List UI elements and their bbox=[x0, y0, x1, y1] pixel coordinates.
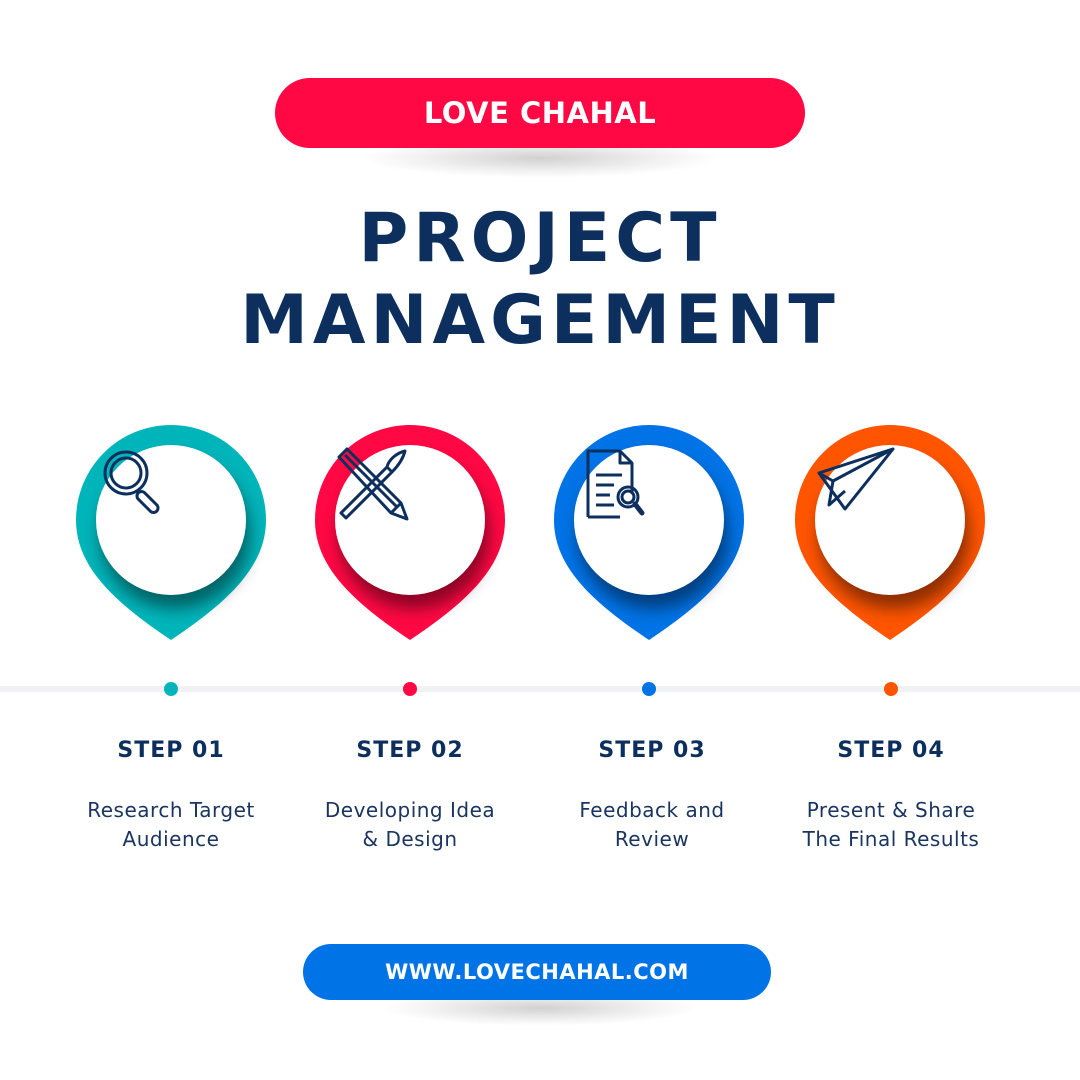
brand-pill: LOVE CHAHAL bbox=[275, 78, 805, 148]
website-link-pill[interactable]: WWW.LOVECHAHAL.COM bbox=[303, 944, 771, 1000]
step-02-desc-line2: & Design bbox=[362, 827, 458, 851]
step-01-pin bbox=[76, 425, 266, 643]
step-01-desc-line2: Audience bbox=[122, 827, 220, 851]
timeline-line bbox=[0, 686, 1080, 692]
step-01-description: Research Target Audience bbox=[51, 796, 291, 854]
step-02-desc-line1: Developing Idea bbox=[324, 798, 496, 822]
step-02-pin bbox=[315, 425, 505, 643]
step-01-icon-circle bbox=[96, 445, 246, 595]
page-title-line2: MANAGEMENT bbox=[240, 281, 840, 360]
page-title-line1: PROJECT bbox=[358, 199, 722, 278]
step-03-desc-line2: Review bbox=[614, 827, 690, 851]
pencil-brush-icon bbox=[337, 447, 409, 521]
timeline-dot-step-02 bbox=[403, 682, 417, 696]
step-04-description: Present & Share The Final Results bbox=[771, 796, 1011, 854]
timeline-dot-step-03 bbox=[642, 682, 656, 696]
step-02-description: Developing Idea & Design bbox=[290, 796, 530, 854]
step-04-desc-line1: Present & Share bbox=[806, 798, 976, 822]
step-01-title: STEP 01 bbox=[117, 738, 225, 763]
website-label[interactable]: WWW.LOVECHAHAL.COM bbox=[385, 960, 689, 984]
timeline-dot-step-01 bbox=[164, 682, 178, 696]
document-search-icon bbox=[586, 449, 645, 519]
step-03-title: STEP 03 bbox=[598, 738, 706, 763]
paper-plane-icon bbox=[817, 447, 895, 511]
step-03-desc-line1: Feedback and bbox=[579, 798, 725, 822]
step-04-icon-circle bbox=[815, 445, 965, 595]
brand-label: LOVE CHAHAL bbox=[423, 96, 657, 130]
step-04-pin bbox=[795, 425, 985, 643]
step-02-icon-circle bbox=[335, 445, 485, 595]
step-03-description: Feedback and Review bbox=[532, 796, 772, 854]
step-02-title: STEP 02 bbox=[356, 738, 464, 763]
step-03-pin bbox=[554, 425, 744, 643]
step-04-desc-line2: The Final Results bbox=[802, 827, 980, 851]
timeline-dot-step-04 bbox=[884, 682, 898, 696]
step-03-icon-circle bbox=[574, 445, 724, 595]
step-01-desc-line1: Research Target bbox=[87, 798, 255, 822]
magnifying-glass-icon bbox=[103, 450, 160, 515]
step-04-title: STEP 04 bbox=[837, 738, 945, 763]
